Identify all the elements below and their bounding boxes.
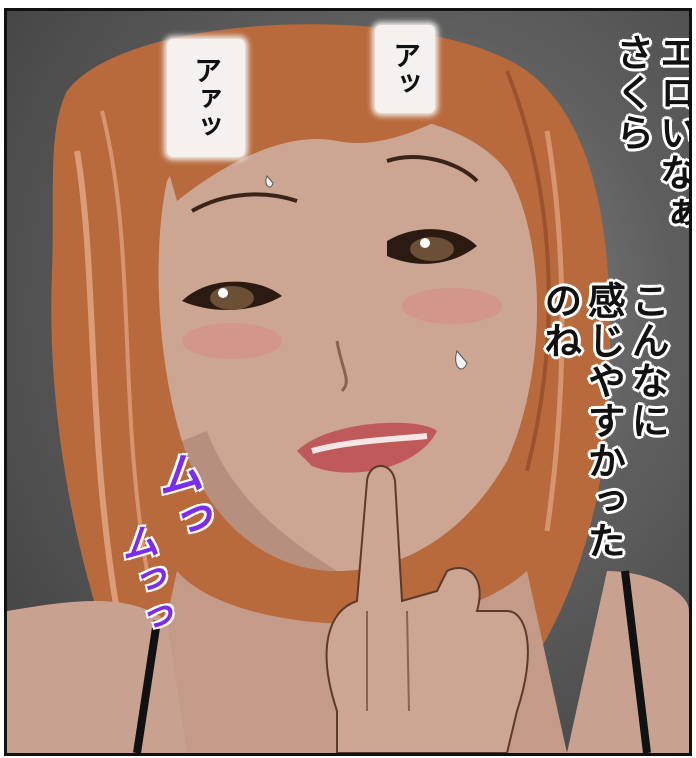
speech-right-line1: エロいなぁ bbox=[653, 33, 692, 233]
panel-frame: アァッ アッ エロいなぁ さくら こんなに 感じやすかった のね ムっ ムっっ bbox=[4, 8, 692, 756]
speech-middle-line3: のね bbox=[537, 281, 582, 361]
speech-middle-line1: こんなに bbox=[625, 281, 670, 441]
speech-text-right: エロいなぁ さくら bbox=[609, 33, 692, 233]
sfx-box-right: アッ bbox=[375, 25, 435, 113]
sfx-box-left: アァッ bbox=[167, 39, 245, 157]
manga-character-illustration bbox=[7, 24, 689, 753]
speech-middle-line2: 感じやすかった bbox=[581, 281, 626, 561]
speech-text-middle: こんなに 感じやすかった のね bbox=[537, 281, 670, 561]
speech-right-line2: さくら bbox=[609, 33, 654, 153]
